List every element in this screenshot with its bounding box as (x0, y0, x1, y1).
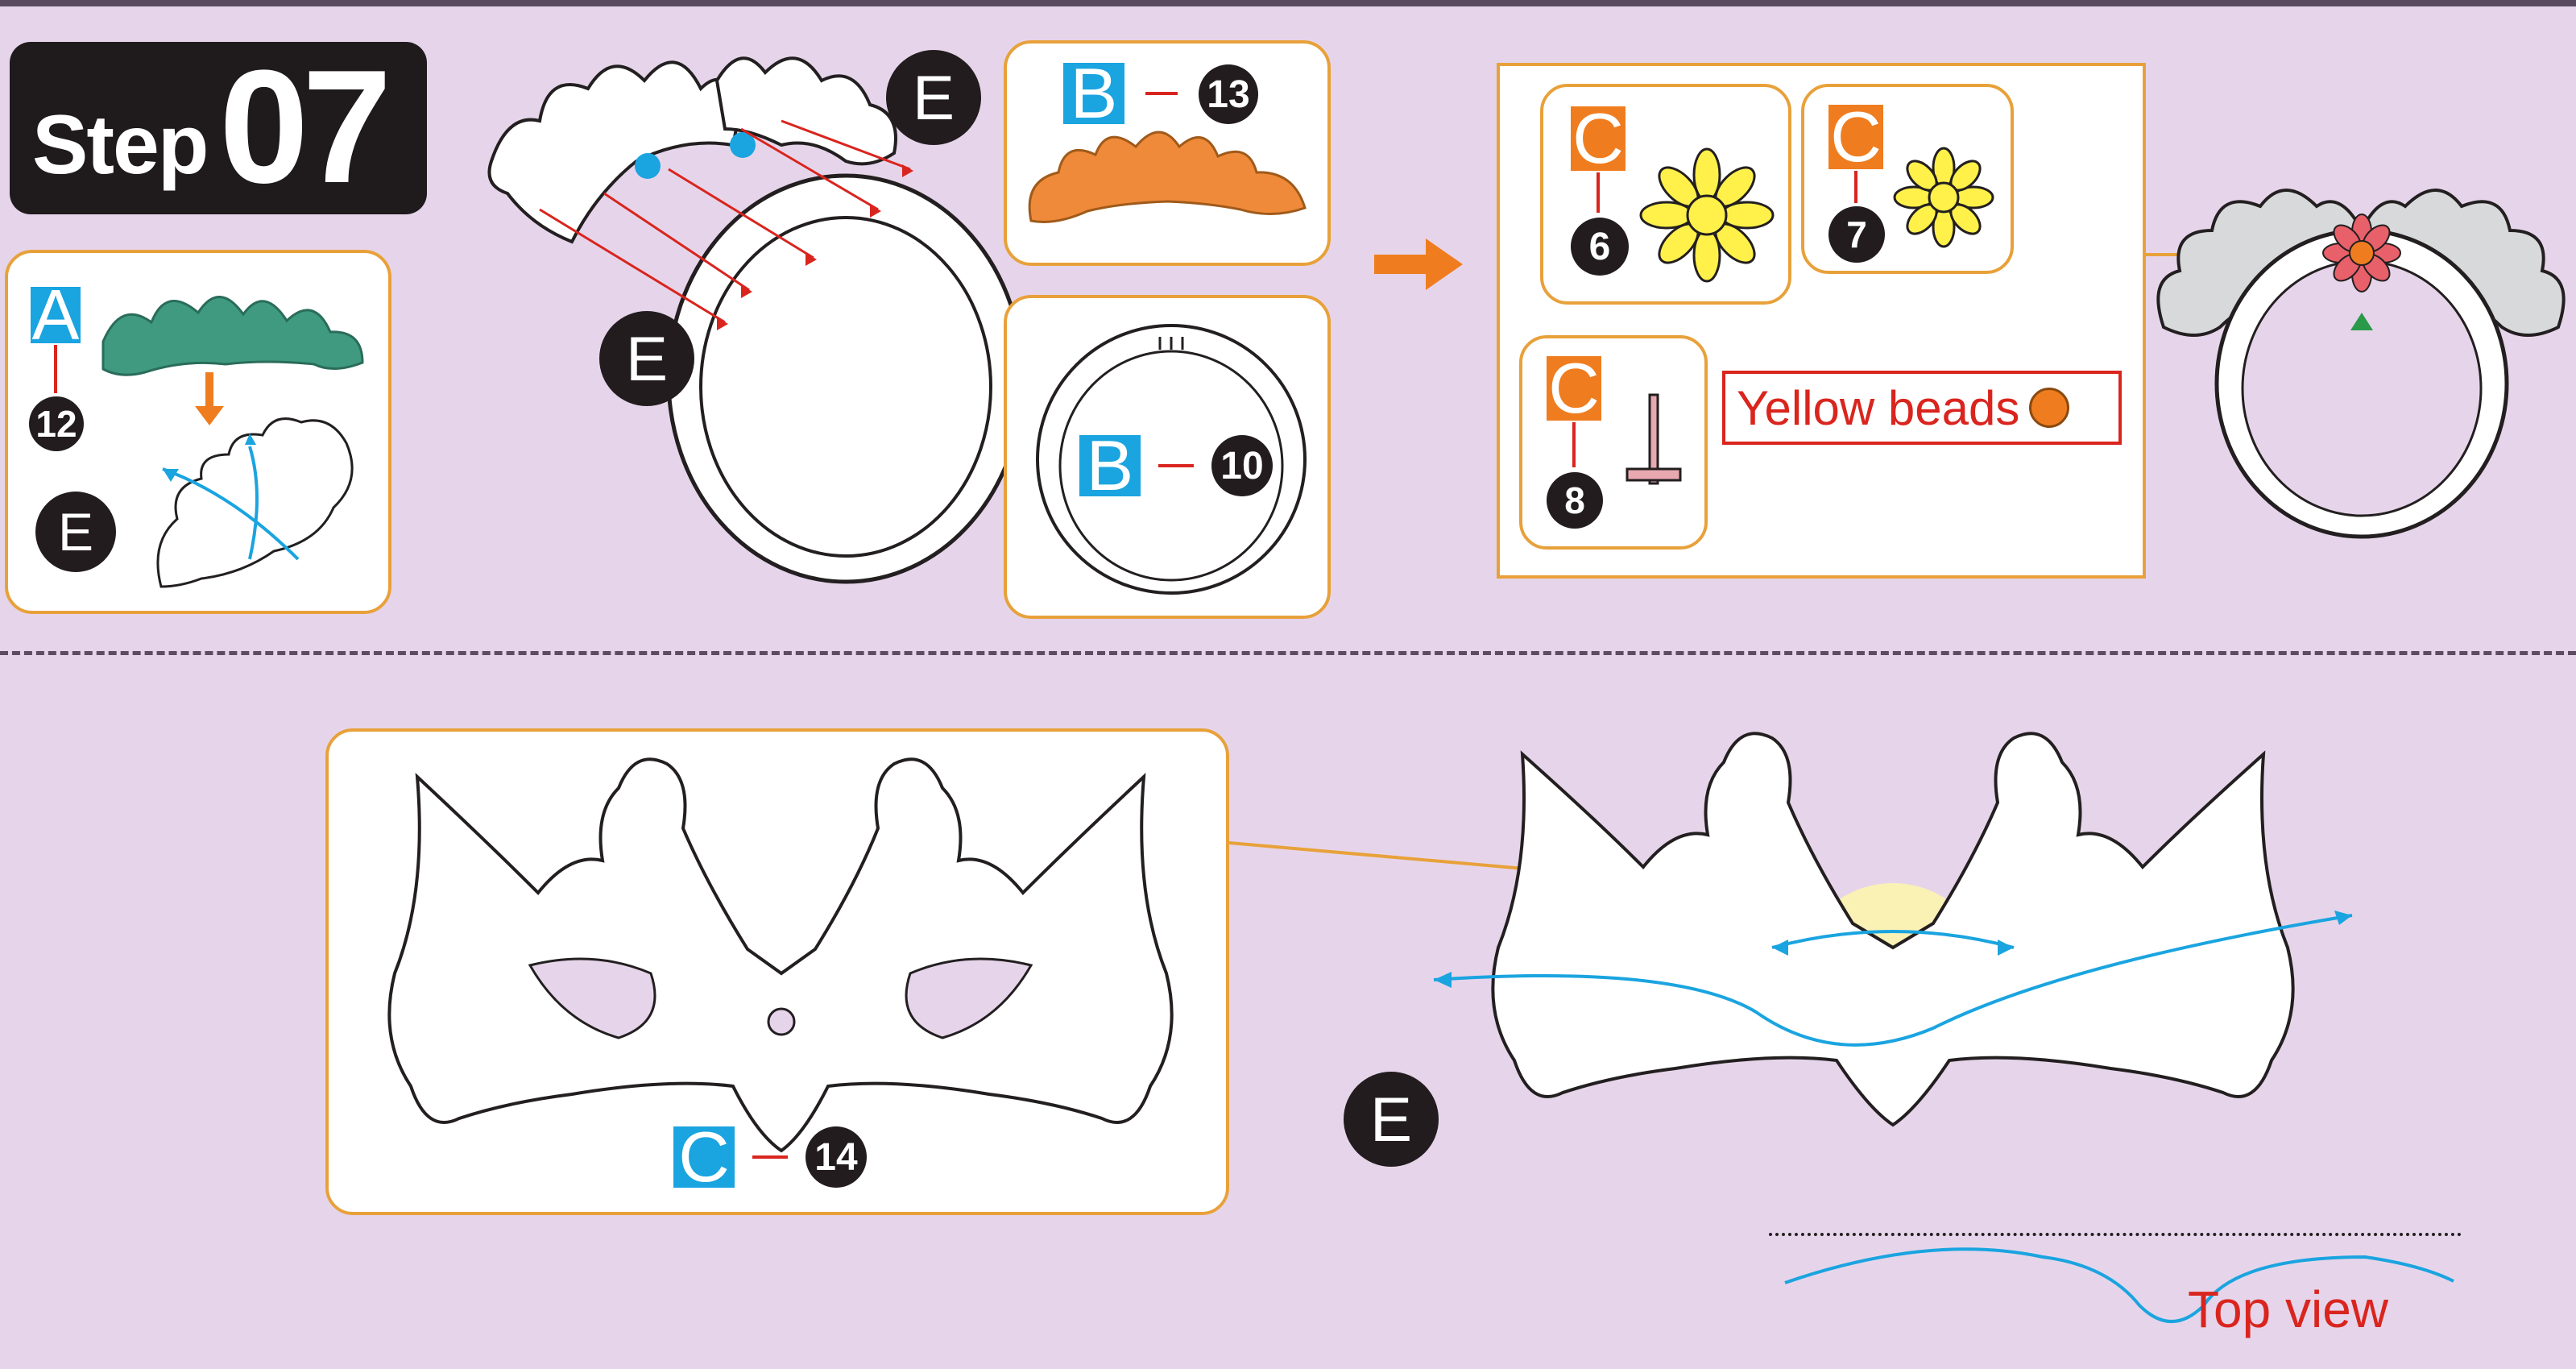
part-b13-illustration (1028, 131, 1307, 223)
mask-c14-illustration (387, 757, 1174, 1153)
step-word: Step (32, 98, 209, 192)
glue-point-e: E (886, 50, 981, 145)
bead-icon (2029, 388, 2070, 428)
part-number-6: 6 (1571, 218, 1629, 276)
pin-icon (1626, 393, 1682, 485)
yellow-beads-text: Yellow beads (1737, 380, 2020, 435)
part-connector (54, 345, 57, 393)
part-connector (1572, 422, 1576, 467)
part-letter-b: B (1079, 430, 1141, 501)
part-number-12: 12 (29, 396, 84, 451)
part-connector (1158, 464, 1194, 467)
next-step-arrow-icon (1374, 239, 1463, 290)
step-badge: Step 07 (10, 42, 427, 214)
panel-flower-parts: C 6 C 7 C 8 (1497, 63, 2146, 579)
part-letter-c: C (1828, 102, 1883, 172)
part-letter-c: C (1571, 103, 1626, 174)
part-letter-a: A (31, 275, 81, 355)
yellow-beads-label: Yellow beads (1722, 371, 2122, 445)
flower-icon (1639, 147, 1775, 283)
part-b10-illustration (1036, 324, 1307, 595)
flower-icon (1893, 147, 1994, 248)
panel-part-c6: C 6 (1540, 84, 1791, 305)
panel-part-a12: A 12 E (5, 250, 391, 614)
part-connector (1597, 172, 1600, 213)
top-view-label: Top view (2188, 1280, 2388, 1338)
part-connector (752, 1155, 788, 1159)
panel-part-b13: B 13 (1004, 40, 1331, 266)
part-number-8: 8 (1547, 472, 1603, 529)
part-letter-b: B (1063, 58, 1124, 129)
part-number-14: 14 (806, 1126, 867, 1188)
part-number-10: 10 (1211, 435, 1273, 496)
glue-point-e: E (1344, 1072, 1439, 1167)
part-letter-c: C (1547, 353, 1601, 424)
top-view-curve (1784, 1247, 2454, 1323)
top-border (0, 0, 2576, 6)
part-number-13: 13 (1199, 64, 1258, 124)
panel-part-c8: C 8 (1519, 335, 1708, 550)
panel-part-b10: B 10 (1004, 295, 1331, 619)
crown-assembly-illustration (487, 56, 1025, 584)
panel-part-c7: C 7 (1801, 84, 2014, 274)
assembled-crown-illustration (2156, 189, 2566, 539)
glue-point-e: E (599, 311, 694, 406)
glue-point-e: E (35, 492, 116, 572)
part-letter-c: C (673, 1122, 735, 1193)
part-connector (1854, 171, 1857, 203)
assembled-mask-illustration (1433, 732, 2353, 1127)
part-a12-illustration (101, 296, 364, 588)
part-connector (1145, 92, 1178, 95)
step-number: 07 (219, 37, 391, 217)
section-divider (0, 651, 2576, 655)
part-number-7: 7 (1828, 206, 1885, 263)
panel-part-c14: C 14 (325, 728, 1229, 1215)
top-view-dotted-line (1769, 1233, 2462, 1236)
